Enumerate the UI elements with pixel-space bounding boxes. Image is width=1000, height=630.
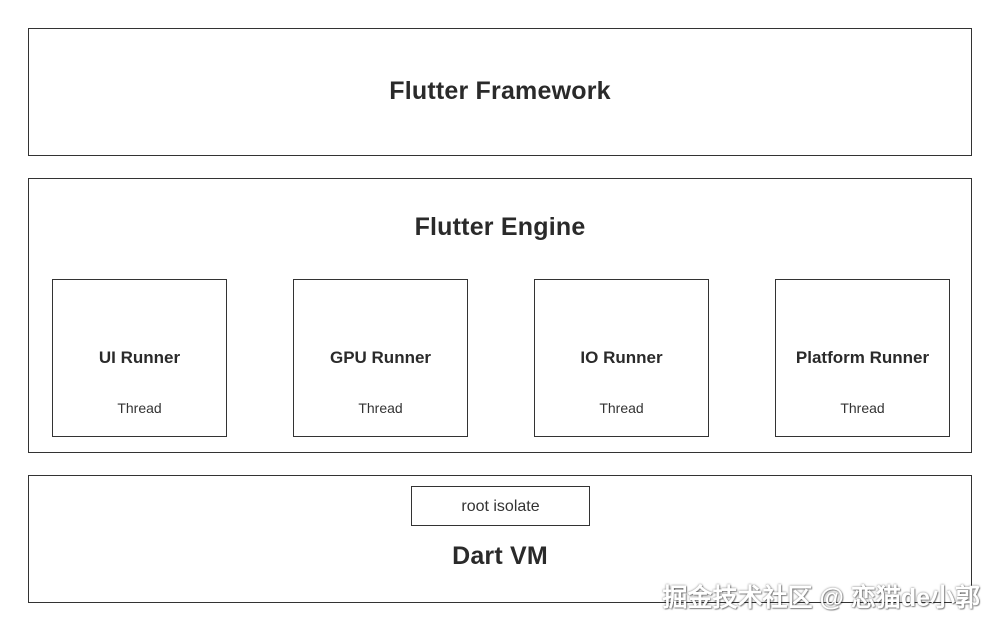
flutter-engine-title: Flutter Engine	[414, 213, 586, 241]
platform-runner-title: Platform Runner	[795, 348, 930, 367]
gpu-runner-title: GPU Runner	[329, 348, 432, 367]
io-runner-title: IO Runner	[580, 348, 663, 367]
dart-vm-layer: root isolate Dart VM	[28, 475, 972, 603]
io-runner-box: IO Runner Thread	[534, 279, 709, 437]
gpu-runner-box: GPU Runner Thread	[293, 279, 468, 437]
gpu-runner-thread-label: Thread	[358, 400, 403, 416]
watermark-text: 掘金技术社区 @ 恋猫de小郭	[662, 584, 980, 612]
dart-vm-title: Dart VM	[452, 542, 548, 570]
root-isolate-box: root isolate	[411, 486, 590, 526]
flutter-framework-title: Flutter Framework	[389, 77, 611, 105]
flutter-engine-layer: Flutter Engine UI Runner Thread GPU Runn…	[28, 178, 972, 453]
flutter-framework-layer: Flutter Framework	[28, 28, 972, 156]
ui-runner-box: UI Runner Thread	[52, 279, 227, 437]
ui-runner-thread-label: Thread	[117, 400, 162, 416]
root-isolate-label: root isolate	[461, 498, 540, 515]
platform-runner-box: Platform Runner Thread	[775, 279, 950, 437]
platform-runner-thread-label: Thread	[840, 400, 885, 416]
ui-runner-title: UI Runner	[98, 348, 181, 367]
io-runner-thread-label: Thread	[599, 400, 644, 416]
